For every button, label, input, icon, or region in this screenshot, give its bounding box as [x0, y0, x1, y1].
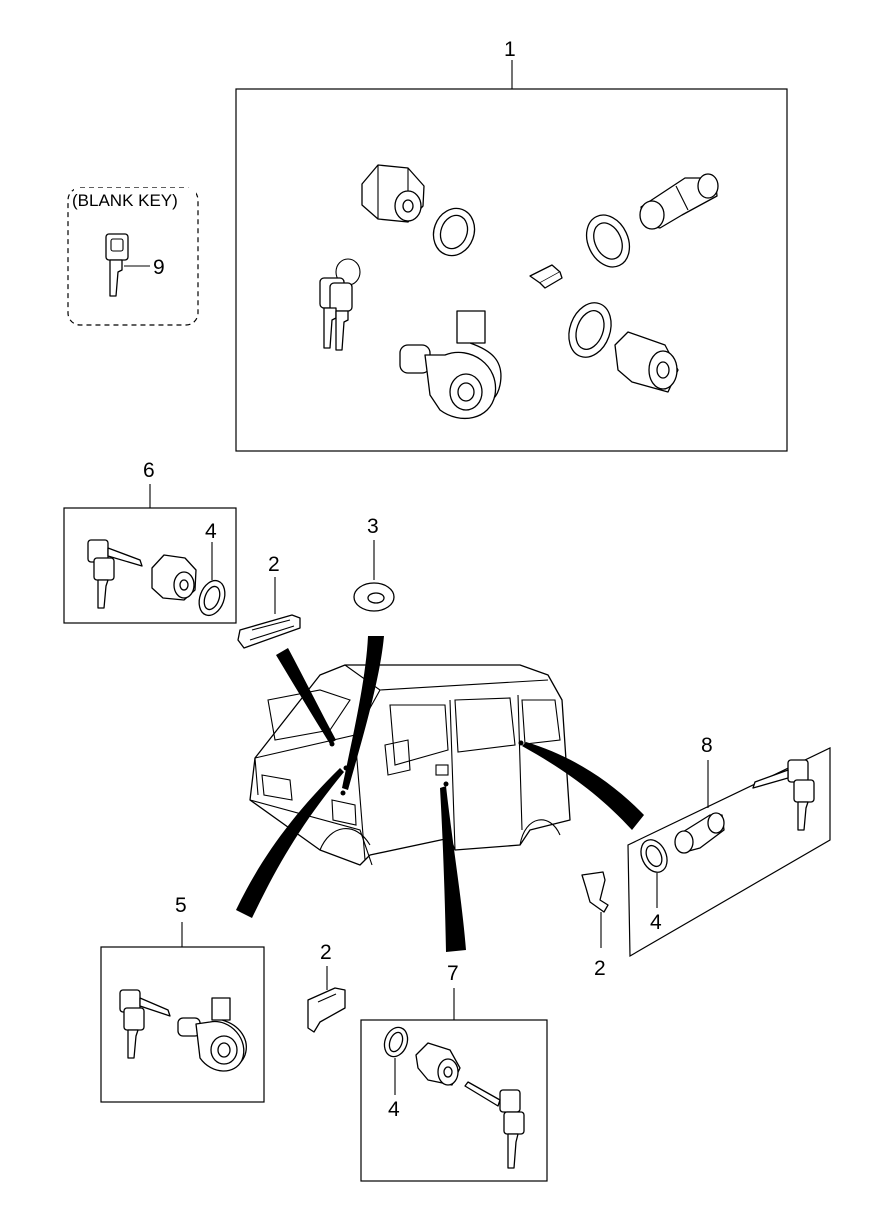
blank-key [105, 233, 129, 297]
callout-7: 7 [447, 962, 459, 985]
callout-4b: 4 [388, 1098, 400, 1121]
callout-2a: 2 [268, 553, 280, 576]
ignition-switch-2 [177, 997, 247, 1072]
side-door-cylinder-2 [415, 1042, 461, 1086]
retainer-ring-3 [568, 302, 612, 358]
key-set [319, 258, 361, 351]
van-body [249, 664, 571, 866]
key-pair [87, 539, 143, 609]
callout-4a: 4 [205, 520, 217, 543]
callout-1: 1 [504, 38, 516, 61]
retainer-ring-5 [640, 839, 668, 873]
ignition-switch [399, 310, 502, 419]
rear-lock-group: 8 4 [627, 734, 831, 958]
callout-8: 8 [701, 734, 713, 757]
ignition-group: 5 [100, 894, 265, 1103]
lock-cylinder [151, 554, 197, 601]
door-lock-cylinder [361, 164, 425, 223]
retainer-ring [432, 207, 476, 257]
lock-clip-lower: 2 [307, 941, 346, 1033]
retainer-ring-4 [198, 579, 226, 617]
key-blade-small [529, 264, 563, 289]
retainer-ring-2 [585, 214, 631, 268]
leader-bands [236, 636, 644, 952]
key-pair-4 [464, 1081, 525, 1169]
callout-2c: 2 [594, 957, 606, 980]
callout-9: 9 [153, 256, 165, 279]
callout-3: 3 [367, 515, 379, 538]
callout-2b: 2 [320, 941, 332, 964]
side-door-group: 7 4 [360, 962, 548, 1182]
lock-clip-upper: 2 [237, 553, 301, 649]
front-lock-group: 6 4 [63, 459, 237, 624]
rear-hatch-cylinder [639, 173, 719, 230]
callout-4c: 4 [650, 911, 662, 934]
blank-key-group: (BLANK KEY) 9 [67, 187, 199, 326]
key-pair-2 [752, 759, 815, 831]
callout-5: 5 [175, 894, 187, 917]
blank-key-box [67, 187, 199, 326]
lock-set-box [235, 88, 788, 452]
rear-cylinder-2 [674, 812, 725, 854]
grommet: 3 [353, 515, 395, 612]
key-pair-3 [119, 989, 171, 1059]
blank-key-label: (BLANK KEY) [72, 191, 178, 210]
lock-clip-right: 2 [581, 871, 609, 980]
retainer-ring-6 [383, 1026, 409, 1058]
lock-set-group: 1 [235, 38, 788, 452]
callout-6: 6 [143, 459, 155, 482]
side-door-cylinder [614, 331, 679, 393]
